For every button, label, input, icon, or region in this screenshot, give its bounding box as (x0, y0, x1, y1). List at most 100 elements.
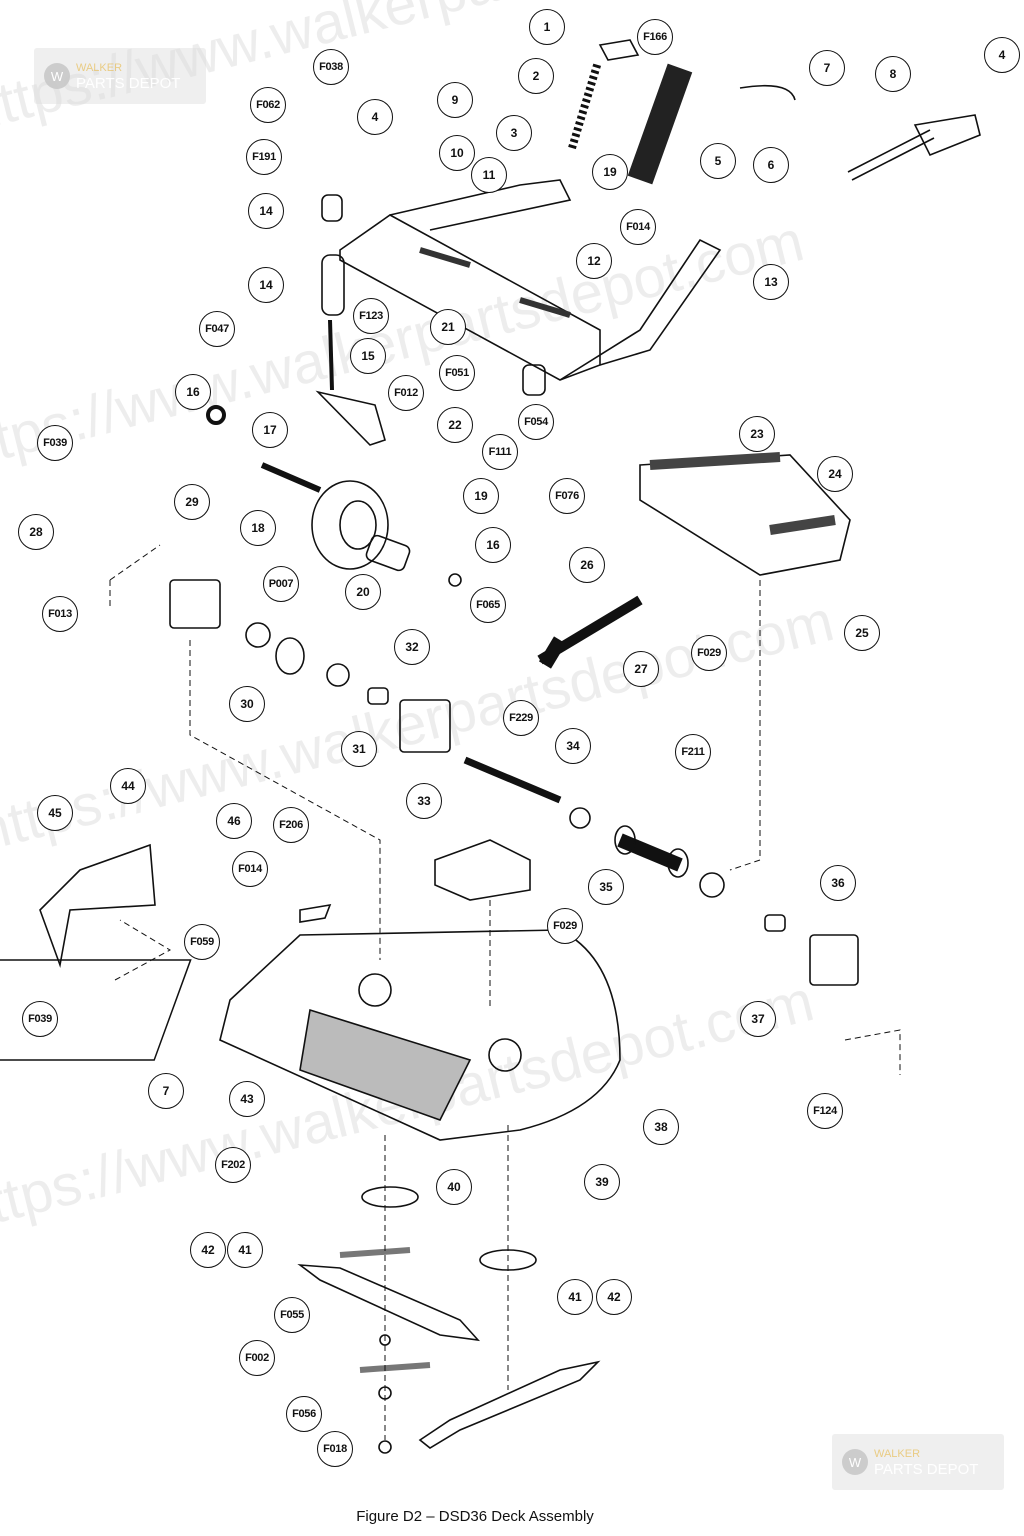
part-callout: 39 (584, 1164, 620, 1200)
part-callout: F202 (215, 1147, 251, 1183)
part-callout: F012 (388, 375, 424, 411)
part-callout: 6 (753, 147, 789, 183)
part-callout: F062 (250, 87, 286, 123)
deck-lift-frame (339, 179, 722, 396)
part-callout: 3 (496, 115, 532, 151)
part-callout: 23 (739, 416, 775, 452)
part-callout: 46 (216, 803, 252, 839)
part-callout: 9 (437, 82, 473, 118)
part-callout: F166 (637, 19, 673, 55)
part-callout: F123 (353, 298, 389, 334)
part-callout: F051 (439, 355, 475, 391)
part-callout: F059 (184, 924, 220, 960)
part-callout: 42 (596, 1279, 632, 1315)
part-callout: 2 (518, 58, 554, 94)
figure-caption: Figure D2 – DSD36 Deck Assembly (356, 1508, 594, 1525)
part-callout: 14 (248, 193, 284, 229)
part-callout: 43 (229, 1081, 265, 1117)
part-callout: 34 (555, 728, 591, 764)
part-callout: 41 (557, 1279, 593, 1315)
part-callout: F018 (317, 1431, 353, 1467)
part-callout: 14 (248, 267, 284, 303)
part-callout: P007 (263, 566, 299, 602)
part-callout: 38 (643, 1109, 679, 1145)
part-callout: F047 (199, 311, 235, 347)
part-callout: 10 (439, 135, 475, 171)
part-callout: 26 (569, 547, 605, 583)
part-callout: 25 (844, 615, 880, 651)
part-callout: 7 (148, 1073, 184, 1109)
part-callout: F039 (37, 425, 73, 461)
part-callout: F191 (246, 139, 282, 175)
part-callout: 17 (252, 412, 288, 448)
part-callout: 27 (623, 651, 659, 687)
part-callout: 15 (350, 338, 386, 374)
part-callout: 12 (576, 243, 612, 279)
part-callout: 19 (592, 154, 628, 190)
part-callout: 21 (430, 309, 466, 345)
part-callout: F039 (22, 1001, 58, 1037)
part-callout: 20 (345, 574, 381, 610)
part-callout: 42 (190, 1232, 226, 1268)
spring-and-grip (568, 39, 796, 185)
part-callout: 13 (753, 264, 789, 300)
part-callout: 4 (984, 37, 1020, 73)
logo-bottom: PARTS DEPOT (874, 1461, 979, 1478)
blades-and-spindles (297, 1186, 601, 1454)
shields (39, 452, 851, 969)
part-callout: 33 (406, 783, 442, 819)
part-callout: F065 (470, 587, 506, 623)
part-callout: 36 (820, 865, 856, 901)
part-callout: F014 (620, 209, 656, 245)
part-callout: 41 (227, 1232, 263, 1268)
part-callout: F124 (807, 1093, 843, 1129)
part-callout: F029 (691, 635, 727, 671)
part-callout: 5 (700, 143, 736, 179)
part-callout: 29 (174, 484, 210, 520)
part-callout: 19 (463, 478, 499, 514)
part-callout: 37 (740, 1001, 776, 1037)
part-callout: 18 (240, 510, 276, 546)
part-callout: 45 (37, 795, 73, 831)
part-callout: 28 (18, 514, 54, 550)
part-callout: 8 (875, 56, 911, 92)
logo-icon: W (44, 63, 70, 89)
gearbox-drive (169, 579, 859, 986)
part-callout: 16 (175, 374, 211, 410)
part-callout: 31 (341, 731, 377, 767)
part-callout: F014 (232, 851, 268, 887)
part-callout: F013 (42, 596, 78, 632)
alignment-lines (109, 544, 901, 1440)
part-callout: 1 (529, 9, 565, 45)
part-callout: F056 (286, 1396, 322, 1432)
part-callout: F111 (482, 434, 518, 470)
part-callout: F229 (503, 700, 539, 736)
part-callout: 24 (817, 456, 853, 492)
part-callout: 40 (436, 1169, 472, 1205)
part-callout: F211 (675, 734, 711, 770)
part-callout: 11 (471, 157, 507, 193)
part-callout: F029 (547, 908, 583, 944)
part-callout: 32 (394, 629, 430, 665)
logo-bottom: PARTS DEPOT (76, 75, 181, 92)
logo-icon: W (842, 1449, 868, 1475)
part-callout: F206 (273, 807, 309, 843)
part-callout: F002 (239, 1340, 275, 1376)
lift-handle (847, 114, 981, 181)
part-callout: F055 (274, 1297, 310, 1333)
caster-wheel (206, 194, 462, 587)
part-callout: 22 (437, 407, 473, 443)
part-callout: F038 (313, 49, 349, 85)
part-callout: 44 (110, 768, 146, 804)
logo-top: WALKER (76, 62, 123, 74)
part-callout: 30 (229, 686, 265, 722)
logo-top: WALKER (874, 1448, 921, 1460)
part-callout: 7 (809, 50, 845, 86)
part-callout: F076 (549, 478, 585, 514)
mower-deck (0, 929, 621, 1141)
part-callout: 35 (588, 869, 624, 905)
part-callout: F054 (518, 404, 554, 440)
part-callout: 16 (475, 527, 511, 563)
